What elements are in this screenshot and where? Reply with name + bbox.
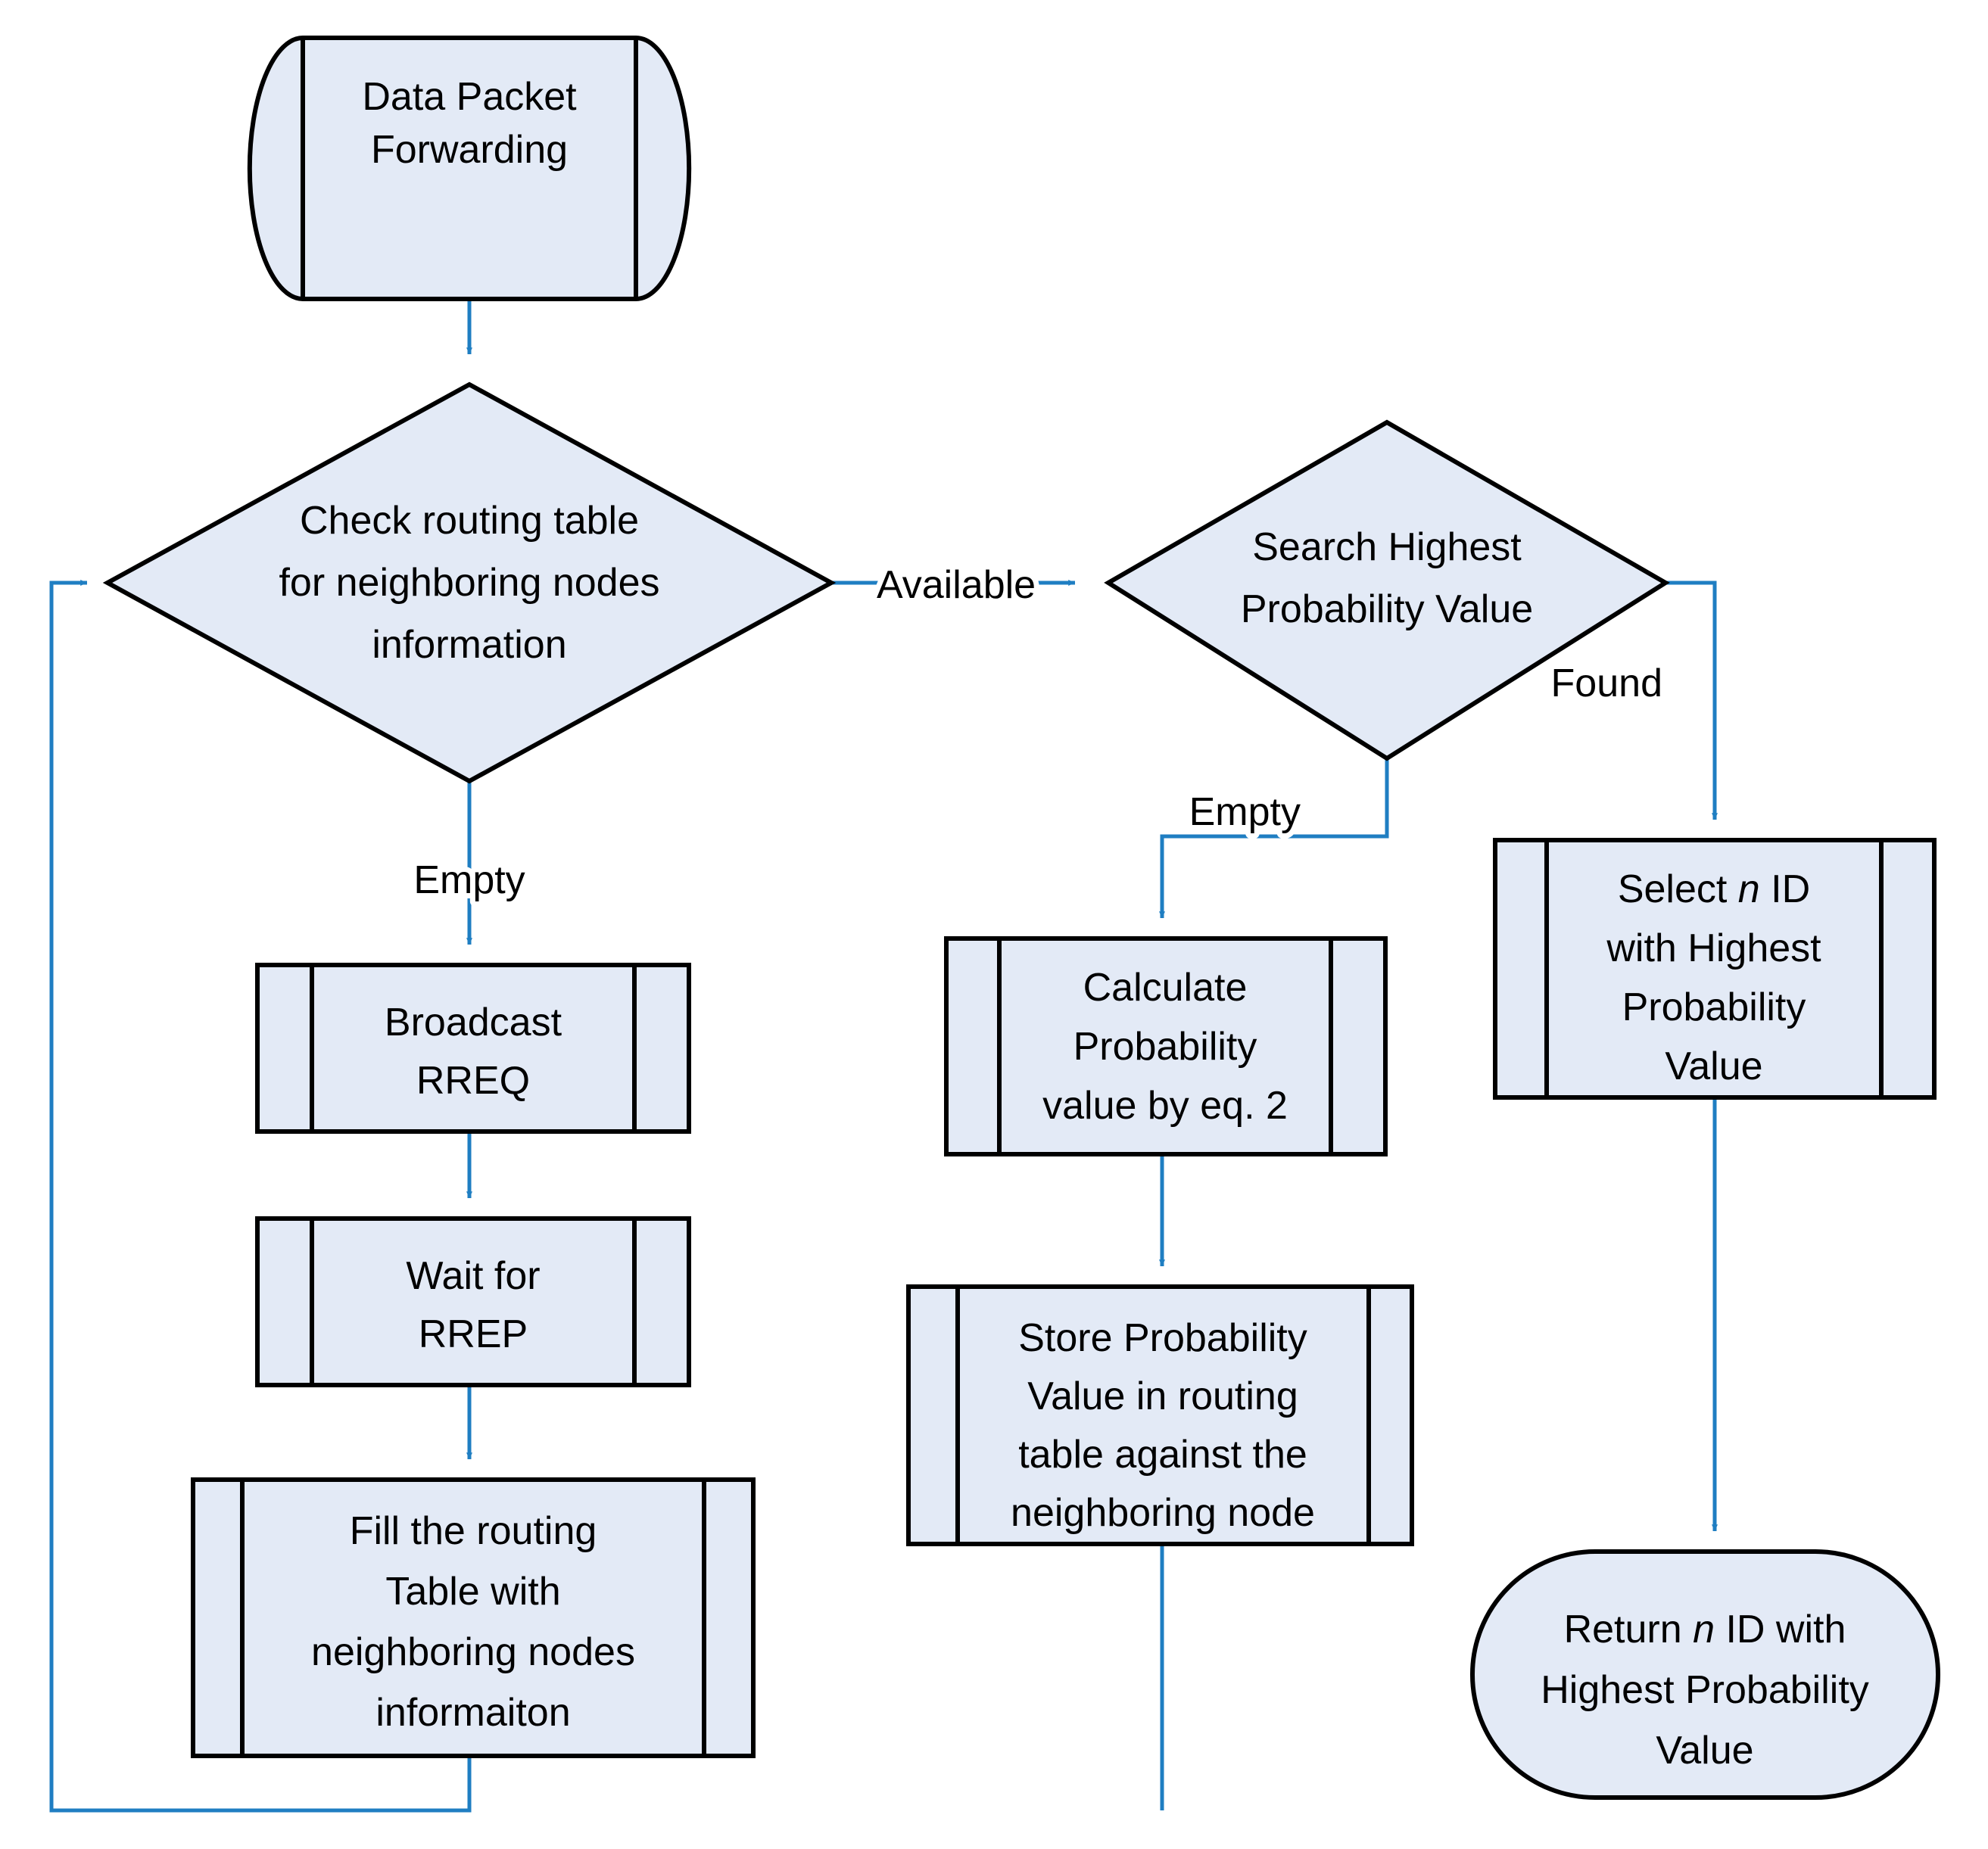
edge-labels-layer: Available Empty Empty Found [408, 558, 1668, 907]
fill-routing-table-shape [191, 1477, 756, 1758]
edge-fill-loopback [49, 580, 472, 1813]
check-routing-table-label-line-3: information [372, 623, 566, 667]
select-n-id-l1-part2: n [1738, 867, 1760, 911]
wait-for-rrep-label-line-1: Wait for [406, 1254, 540, 1298]
fill-routing-table-label-line-1: Fill the routing [350, 1509, 597, 1553]
fill-routing-table-label-line-4: informaiton [375, 1691, 570, 1735]
node-store-probability[interactable]: Store Probability Value in routing table… [906, 1284, 1414, 1546]
calculate-probability-label-line-2: Probability [1073, 1025, 1257, 1069]
fill-routing-table-label-line-3: neighboring nodes [311, 1630, 635, 1674]
broadcast-rreq-label-line-1: Broadcast [385, 1001, 562, 1044]
check-routing-table-label-line-1: Check routing table [300, 499, 639, 543]
check-routing-table-label-line-2: for neighboring nodes [279, 561, 659, 605]
store-probability-label-line-3: table against the [1018, 1433, 1307, 1477]
return-n-id-label-line-3: Value [1656, 1729, 1753, 1773]
return-n-id-shape [1470, 1549, 1940, 1800]
search-highest-label-line-2: Probability Value [1241, 587, 1533, 631]
edges-layer [49, 299, 1718, 1813]
return-n-id-l1-part2: n [1693, 1608, 1715, 1651]
select-n-id-l1-part1: Select [1618, 867, 1738, 911]
return-n-id-l1-part1: Return [1564, 1608, 1694, 1651]
select-n-id-label-line-2: with Highest [1606, 926, 1821, 970]
fill-routing-table-label-line-2: Table with [385, 1570, 560, 1614]
broadcast-rreq-label-line-2: RREQ [416, 1059, 530, 1103]
check-routing-table-shape [102, 381, 837, 784]
search-highest-probability-shape [1104, 419, 1670, 761]
edge-search-to-calculate [1159, 758, 1389, 919]
broadcast-rreq-shape [255, 963, 691, 1134]
node-select-n-id[interactable]: Select n ID with Highest Probability Val… [1493, 838, 1937, 1100]
edge-search-to-select [1665, 581, 1718, 820]
node-wait-for-rrep[interactable]: Wait for RREP [255, 1216, 691, 1387]
select-n-id-label-line-4: Value [1665, 1044, 1762, 1088]
edge-label-found: Found [1551, 661, 1662, 705]
store-probability-label-line-1: Store Probability [1018, 1316, 1307, 1360]
edge-label-available: Available [877, 563, 1036, 607]
node-search-highest-probability[interactable]: Search Highest Probability Value [1104, 419, 1670, 761]
store-probability-label-line-2: Value in routing [1027, 1374, 1298, 1418]
select-n-id-label-line-3: Probability [1622, 985, 1806, 1029]
start-label-line-2: Forwarding [371, 128, 568, 172]
node-fill-routing-table[interactable]: Fill the routing Table with neighboring … [191, 1477, 756, 1758]
node-check-routing-table[interactable]: Check routing table for neighboring node… [102, 381, 837, 784]
node-return-n-id[interactable]: Return n ID with Highest Probability Val… [1470, 1549, 1940, 1800]
return-n-id-l1-part3: ID with [1715, 1608, 1846, 1651]
node-calculate-probability[interactable]: Calculate Probability value by eq. 2 [944, 936, 1388, 1156]
store-probability-label-line-4: neighboring node [1011, 1491, 1315, 1535]
node-start[interactable]: Data Packet Forwarding [247, 36, 692, 301]
edge-label-empty-right: Empty [1189, 790, 1301, 834]
start-label-line-1: Data Packet [362, 75, 577, 119]
search-highest-label-line-1: Search Highest [1252, 525, 1522, 569]
node-broadcast-rreq[interactable]: Broadcast RREQ [255, 963, 691, 1134]
store-probability-shape [906, 1284, 1414, 1546]
wait-for-rrep-label-line-2: RREP [419, 1312, 528, 1356]
edge-label-empty-left: Empty [413, 858, 525, 902]
select-n-id-shape [1493, 838, 1937, 1100]
calculate-probability-shape [944, 936, 1388, 1156]
calculate-probability-label-line-3: value by eq. 2 [1042, 1084, 1288, 1128]
select-n-id-l1-part3: ID [1760, 867, 1810, 911]
return-n-id-label-line-2: Highest Probability [1541, 1668, 1869, 1712]
wait-for-rrep-shape [255, 1216, 691, 1387]
return-n-id-label-line-1: Return n ID with [1564, 1608, 1846, 1651]
select-n-id-label-line-1: Select n ID [1618, 867, 1810, 911]
calculate-probability-label-line-1: Calculate [1083, 966, 1248, 1010]
